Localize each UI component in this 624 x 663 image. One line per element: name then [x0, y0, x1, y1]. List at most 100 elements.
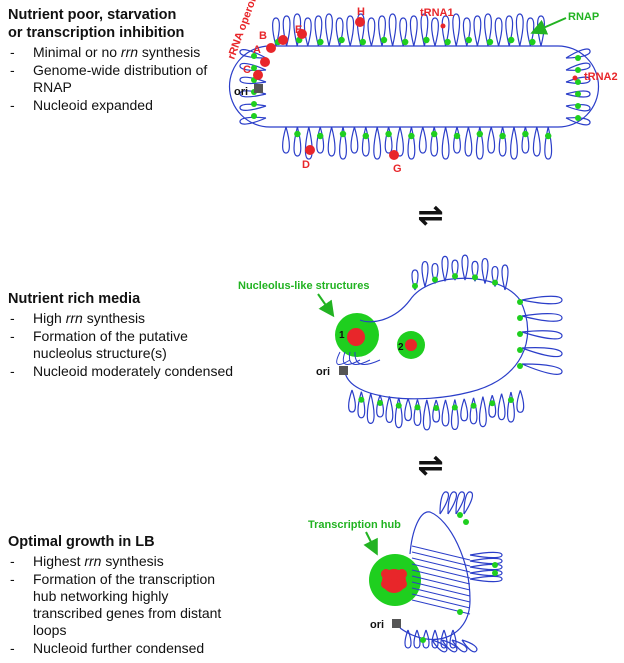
bullet-list: Highest rrn synthesis Formation of the t… — [8, 553, 240, 657]
dna-loop — [521, 313, 563, 322]
rnap-dot — [465, 36, 472, 44]
ori-box-icon — [339, 366, 348, 375]
rnap-dot — [380, 36, 388, 44]
dna-loop — [469, 397, 478, 425]
chromosome-backbone — [228, 45, 600, 128]
dna-loop — [388, 13, 397, 47]
rnap-dot — [362, 132, 369, 140]
hub-core — [397, 579, 407, 589]
dna-loop — [505, 15, 514, 47]
rnap-dot — [338, 36, 345, 44]
dna-loop — [521, 126, 530, 154]
ori-box-icon — [254, 84, 263, 93]
dna-loop — [461, 639, 478, 653]
hub-core — [389, 569, 399, 579]
rnap-dot — [432, 276, 438, 283]
transcription-hub-label: Transcription hub — [308, 519, 401, 531]
dna-loop — [455, 491, 465, 515]
dna-loop — [304, 126, 313, 160]
rnap-dot — [359, 38, 366, 46]
rrna-operon-dot — [266, 43, 276, 53]
dna-loop — [516, 390, 525, 413]
dna-link — [411, 581, 471, 597]
operon-letter: E — [295, 24, 302, 36]
hub-arrow-icon — [363, 531, 378, 556]
dna-loop — [461, 254, 469, 281]
bullet-item: Minimal or no rrn synthesis — [8, 44, 240, 61]
dna-loop — [440, 629, 448, 649]
dna-loop — [469, 557, 503, 565]
dna-loop — [452, 13, 461, 47]
bullet-text: Minimal or no — [33, 44, 121, 60]
rnap-dot — [431, 130, 438, 138]
rnap-dot — [414, 404, 421, 411]
dna-loop — [447, 491, 457, 515]
rrna-operon-dot — [355, 17, 365, 27]
dna-loop — [498, 126, 507, 157]
nucleolus-core — [347, 328, 365, 346]
dna-loop — [399, 17, 408, 47]
rnap-dot — [457, 512, 463, 518]
dna-loop — [501, 264, 509, 291]
dna-link — [411, 563, 471, 579]
rnap-dot — [575, 103, 581, 109]
bullet-text: Nucleoid expanded — [33, 97, 153, 113]
panel-title: Nutrient poor, starvation or transcripti… — [8, 7, 185, 41]
dna-loop — [471, 260, 479, 282]
bullet-italic: rrn — [84, 553, 102, 569]
dna-loop — [356, 13, 365, 47]
rnap-dot — [492, 562, 498, 568]
bullet-text: synthesis — [138, 44, 201, 60]
panel-rich-media: Nutrient rich media High rrn synthesis F… — [8, 290, 240, 381]
rnap-dot — [317, 38, 324, 46]
rnap-dot — [472, 274, 478, 281]
dna-loop — [463, 491, 473, 515]
dna-link — [411, 557, 471, 573]
dna-loop — [469, 569, 503, 577]
dna-loop — [488, 395, 497, 418]
dna-loop — [521, 295, 563, 305]
dna-loop — [544, 126, 553, 160]
bullet-text: synthesis — [82, 310, 146, 326]
dna-link — [411, 587, 471, 603]
dna-loop — [314, 15, 323, 47]
dna-link — [354, 351, 381, 365]
dna-link — [411, 551, 471, 567]
dna-loop — [366, 393, 375, 424]
rnap-dot — [395, 402, 402, 409]
dna-loop — [464, 126, 473, 157]
rnap-dot — [517, 347, 523, 353]
dna-loop — [361, 126, 370, 157]
dna-loop — [510, 126, 518, 160]
dna-loop — [384, 126, 393, 154]
rnap-dot — [412, 283, 418, 289]
rnap-dot — [489, 400, 496, 407]
trna1-dot — [440, 23, 446, 29]
dna-link — [411, 575, 471, 591]
rnap-dot — [492, 570, 498, 576]
dna-loop — [350, 126, 359, 154]
trna2-dot — [572, 75, 578, 81]
dna-loop — [481, 257, 489, 284]
rnap-dot — [470, 402, 477, 409]
operon-letter: H — [357, 6, 365, 18]
bullet-text: Nucleoid further condensed — [33, 640, 205, 656]
rnap-dot — [499, 132, 506, 140]
rnap-dot — [575, 115, 581, 121]
dna-loop — [460, 398, 469, 422]
rnap-dot — [575, 67, 581, 73]
dna-loop — [316, 126, 325, 154]
panel-starvation: Nutrient poor, starvation or transcripti… — [8, 6, 240, 115]
rnap-dot — [420, 637, 426, 643]
rnap-dot — [385, 130, 392, 138]
rnap-dot — [529, 38, 536, 46]
bullet-item: Formation of the putative nucleolus stru… — [8, 328, 240, 362]
transcription-hub-diagram — [369, 491, 503, 653]
dna-link — [411, 545, 471, 561]
panel-title: Optimal growth in LB — [8, 534, 155, 550]
dna-loop — [494, 17, 503, 47]
rnap-dot — [294, 130, 301, 138]
nucleolus-label: Nucleolus-like structures — [238, 280, 369, 292]
dna-loop — [373, 126, 382, 160]
